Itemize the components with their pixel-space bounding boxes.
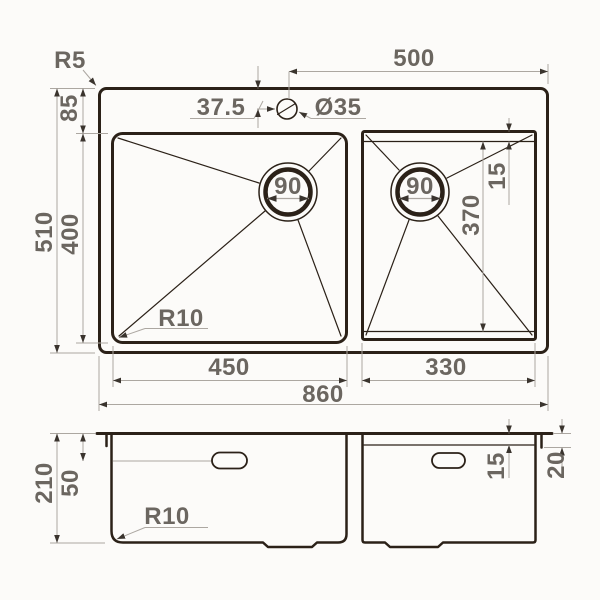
right-bowl-diagonal-bl xyxy=(365,219,410,336)
right-bowl-outline xyxy=(361,130,537,341)
dim-left-bowl-width: 450 xyxy=(113,354,347,384)
dim-r10-section-label: R10 xyxy=(144,503,190,530)
dim-15-label: 15 xyxy=(484,162,511,190)
dim-left-bowl-radius: R10 xyxy=(118,305,208,338)
dim-500-label: 500 xyxy=(393,45,435,72)
section-left-overflow-slot xyxy=(211,451,248,470)
dim-r10-plan-leader xyxy=(118,328,146,338)
dim-section-ledge: 15 xyxy=(483,419,512,480)
dim-section-bottom-radius: R10 xyxy=(116,503,208,540)
right-drain-diameter-label: 90 xyxy=(406,173,434,200)
right-drain-outer-circle xyxy=(390,162,450,222)
right-bowl-diagonal-tl xyxy=(365,134,400,171)
dim-faucet-offset: 37.5 xyxy=(190,66,275,128)
left-drain: 90 xyxy=(258,162,318,222)
section-view: 210 50 R10 15 xyxy=(31,419,571,549)
faucet-hole xyxy=(276,98,298,120)
dim-85-label: 85 xyxy=(56,94,83,122)
top-view: 90 90 R5 500 37.5 xyxy=(31,45,549,411)
dim-left-bowl-depth: 400 xyxy=(57,133,86,343)
dim-o35-leader xyxy=(298,111,312,119)
left-drain-diameter-label: 90 xyxy=(274,173,302,200)
dim-370-label: 370 xyxy=(458,194,485,236)
dim-rim-height: 20 xyxy=(543,419,571,479)
dim-r10-plan-label: R10 xyxy=(158,305,204,332)
left-drain-inner-circle xyxy=(263,167,313,217)
dim-450-label: 450 xyxy=(208,354,250,381)
dim-330-label: 330 xyxy=(425,354,467,381)
left-drain-outer-circle xyxy=(258,162,318,222)
dim-o35-label: Ø35 xyxy=(315,94,362,121)
left-bowl-outline xyxy=(111,132,348,344)
sink-outline xyxy=(98,87,549,354)
dim-400-label: 400 xyxy=(57,213,84,255)
dim-deck-to-bowl: 85 xyxy=(56,88,86,134)
dim-210-label: 210 xyxy=(31,462,58,504)
dim-right-bowl-inner-depth: 370 xyxy=(458,141,486,332)
left-bowl-diagonal-tl xyxy=(117,137,260,184)
dim-860-label: 860 xyxy=(302,381,344,408)
corner-radius-leader xyxy=(82,69,97,86)
section-right-bowl-profile xyxy=(361,432,537,549)
dim-overall-width: 860 xyxy=(99,381,548,408)
left-bowl-diagonal-bl xyxy=(118,210,266,337)
right-bowl-diagonal-tr xyxy=(446,134,533,179)
dim-20-label: 20 xyxy=(543,451,570,479)
right-bowl-diagonal-br xyxy=(437,215,533,336)
dim-overall-depth: 510 xyxy=(31,88,60,353)
right-drain-inner-circle xyxy=(395,167,445,217)
dim-15s-label: 15 xyxy=(483,452,510,480)
corner-radius-label: R5 xyxy=(54,47,86,74)
dim-faucet-hole-diameter: Ø35 xyxy=(298,94,366,121)
dim-overflow-level: 50 xyxy=(57,433,86,497)
dim-r10-section-leader xyxy=(116,527,146,540)
left-bowl-diagonal-br xyxy=(297,219,342,337)
dim-right-bowl-width: 330 xyxy=(362,354,535,384)
dim-37-5-label: 37.5 xyxy=(197,94,246,121)
dim-right-bowl-ledge: 15 xyxy=(484,118,512,205)
section-right-overflow-slot xyxy=(431,452,466,469)
dim-section-height: 210 xyxy=(31,433,105,544)
dim-50-label: 50 xyxy=(57,469,84,497)
section-left-bowl-profile xyxy=(110,432,348,549)
left-bowl-diagonal-tr xyxy=(308,137,342,172)
right-drain: 90 xyxy=(390,162,450,222)
dim-faucet-to-right-edge: 500 xyxy=(288,45,549,99)
faucet-hole-slash xyxy=(276,102,297,116)
dim-510-label: 510 xyxy=(31,211,58,253)
